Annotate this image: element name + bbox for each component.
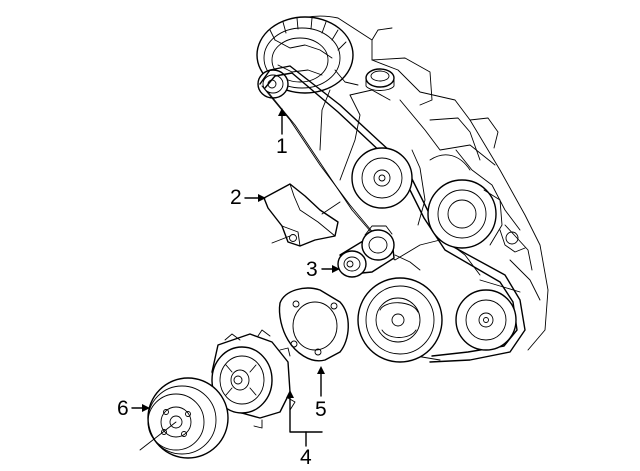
callout-label-4: 4 (300, 446, 312, 469)
callout-2: 2 (230, 186, 266, 209)
ac-compressor-clutch (357, 277, 443, 363)
idler-pulley (351, 147, 413, 209)
callout-arrowhead-4 (286, 390, 294, 398)
callout-label-3: 3 (306, 258, 318, 281)
callout-3: 3 (306, 258, 340, 281)
callout-label-1: 1 (276, 135, 288, 158)
callout-label-2: 2 (230, 186, 242, 209)
crankshaft-pulley (455, 289, 517, 351)
callout-label-6: 6 (117, 397, 129, 420)
callout-4: 4 (286, 390, 323, 469)
tensioner-bracket (263, 183, 341, 247)
oil-filler-cap (365, 68, 395, 91)
water-pump-gasket (278, 287, 349, 362)
water-pump (211, 329, 296, 429)
power-steering-pulley (427, 179, 519, 249)
callout-arrowhead-6 (142, 404, 150, 412)
water-pump-pulley (139, 377, 229, 459)
callout-arrowhead-1 (278, 108, 286, 116)
belt-tensioner (337, 225, 395, 278)
callout-1: 1 (276, 108, 288, 158)
callout-label-5: 5 (315, 398, 327, 421)
callout-arrowhead-2 (258, 194, 266, 202)
callout-arrowhead-3 (332, 265, 340, 273)
callout-5: 5 (315, 366, 327, 421)
callout-6: 6 (117, 397, 150, 420)
callout-arrowhead-5 (317, 366, 325, 374)
